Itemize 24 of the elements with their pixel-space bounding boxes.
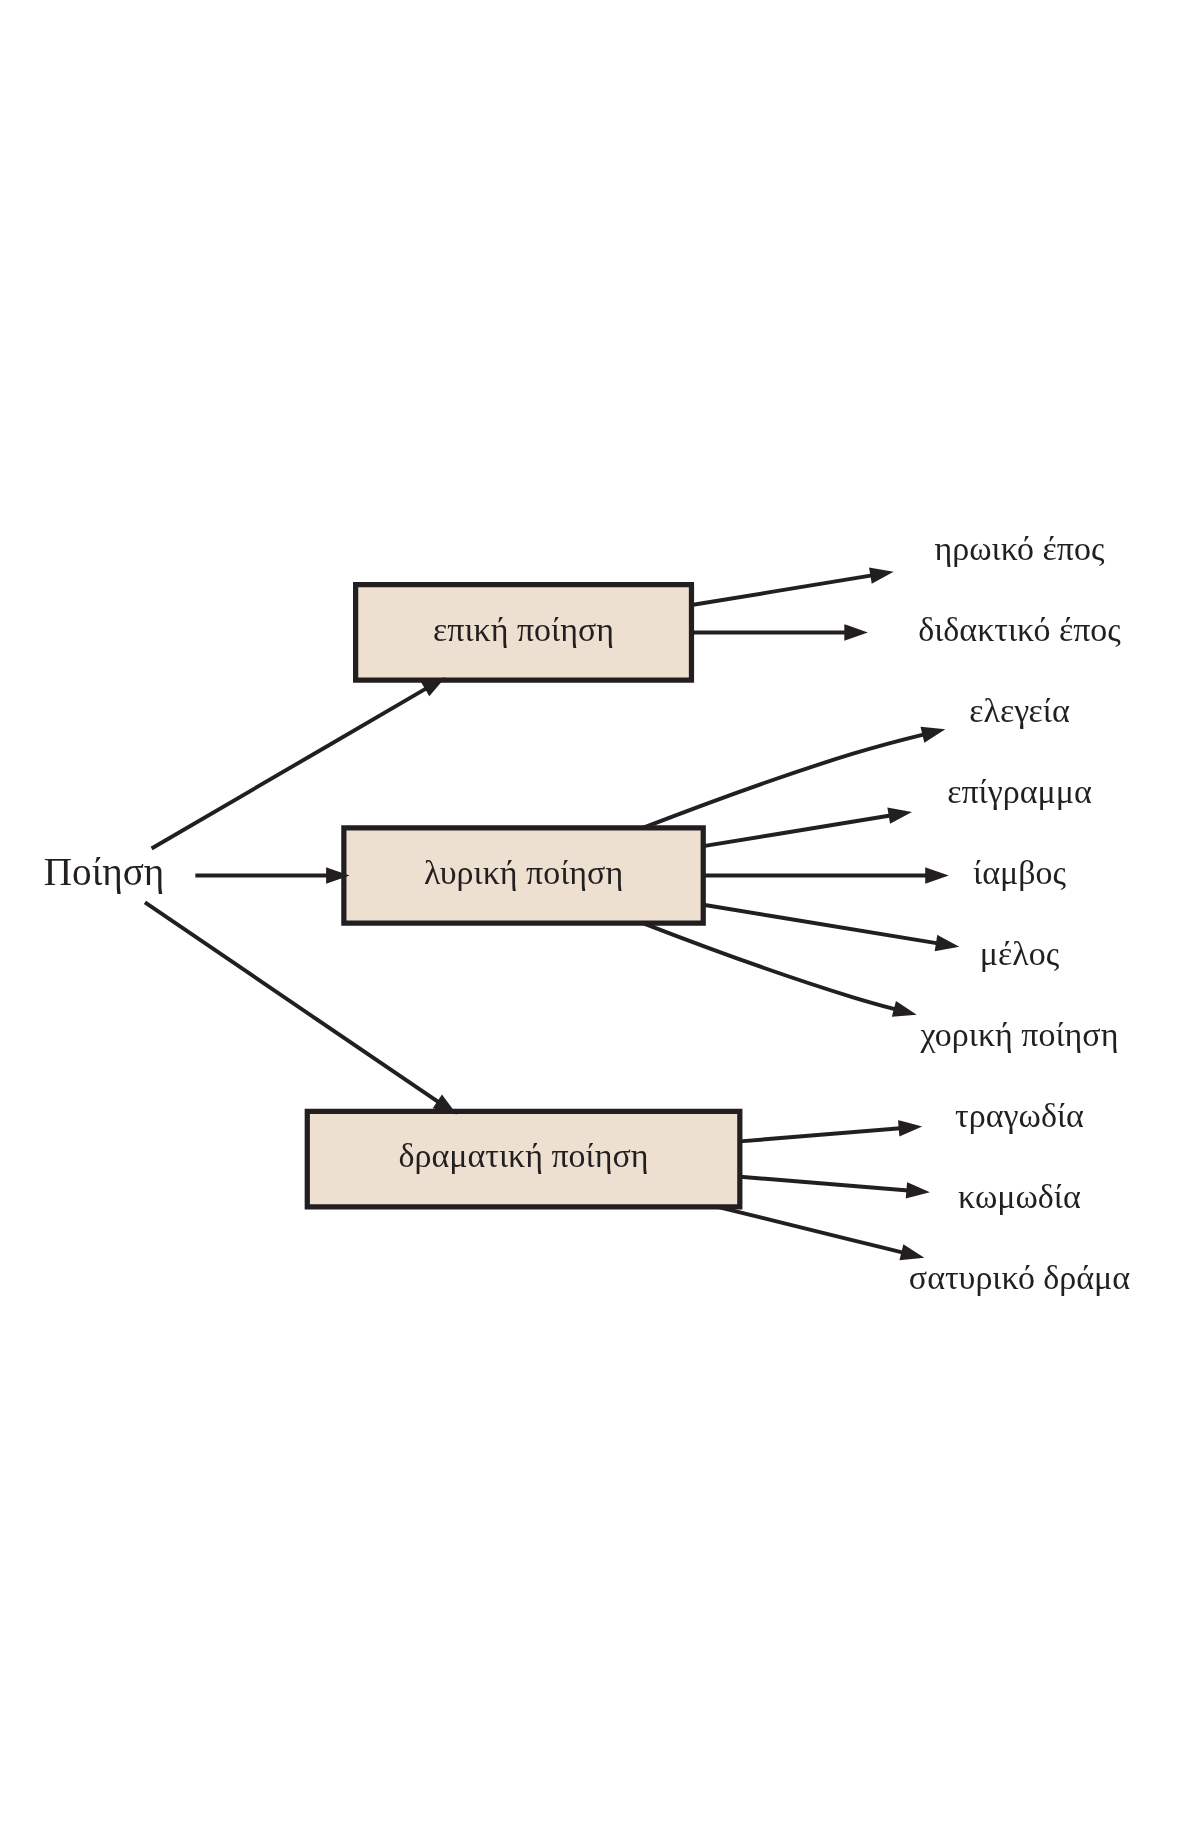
arrow [143,900,457,1115]
arrow [703,902,960,952]
arrow [740,1120,923,1144]
arrow [703,807,912,849]
node-box: λυρική ποίηση [341,825,706,926]
node-text: επίγραμμα [947,772,1092,810]
node-text: τραγωδία [955,1096,1084,1134]
node-text: σατυρικό δράμα [908,1258,1131,1296]
arrow [691,624,868,641]
arrow [691,567,894,607]
node-box: δραματική ποίηση [304,1108,743,1210]
node-text: Ποίηση [43,850,165,894]
node-text: μέλος [979,934,1060,972]
node-text: διδακτικό έπος [918,610,1121,648]
node-text: ίαμβος [973,853,1066,891]
node-text: ηρωικό έπος [934,529,1105,567]
arrow [740,1174,930,1199]
arrow [195,867,350,884]
node-text: χορική ποίηση [920,1015,1119,1053]
node-text: ελεγεία [969,691,1070,729]
arrow [703,867,949,884]
arrow [150,677,446,851]
node-box: επική ποίηση [353,582,695,683]
node-text: κωμωδία [958,1177,1081,1215]
